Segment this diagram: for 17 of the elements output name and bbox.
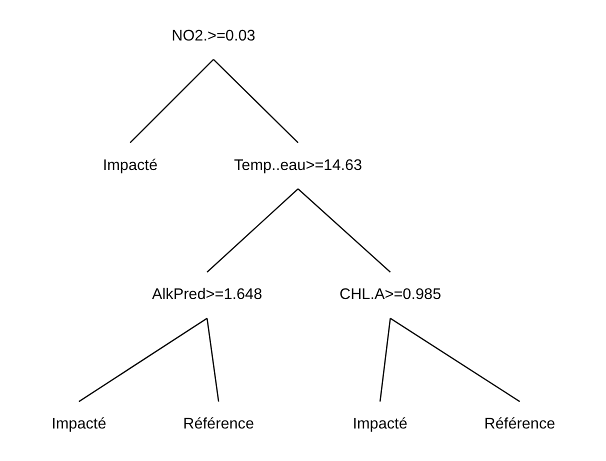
node-text: Impacté — [102, 156, 158, 174]
node-text: Référence — [182, 416, 254, 433]
connector — [206, 188, 298, 273]
node-text: Temp..eau>=14.63 — [234, 156, 362, 174]
connector — [378, 318, 390, 402]
connector — [206, 318, 219, 402]
node-text: AlkPred>=1.648 — [151, 286, 262, 304]
node-text: Impacté — [352, 416, 407, 433]
node-text: NO2.>=0.03 — [171, 27, 255, 44]
connector — [297, 188, 390, 273]
connector — [389, 318, 520, 402]
connector — [129, 58, 214, 144]
node-text: Impacté — [51, 416, 106, 433]
node-text: CHL.A>=0.985 — [339, 286, 441, 304]
node-text: Référence — [484, 416, 555, 433]
connector — [212, 58, 298, 144]
connector — [78, 318, 207, 402]
